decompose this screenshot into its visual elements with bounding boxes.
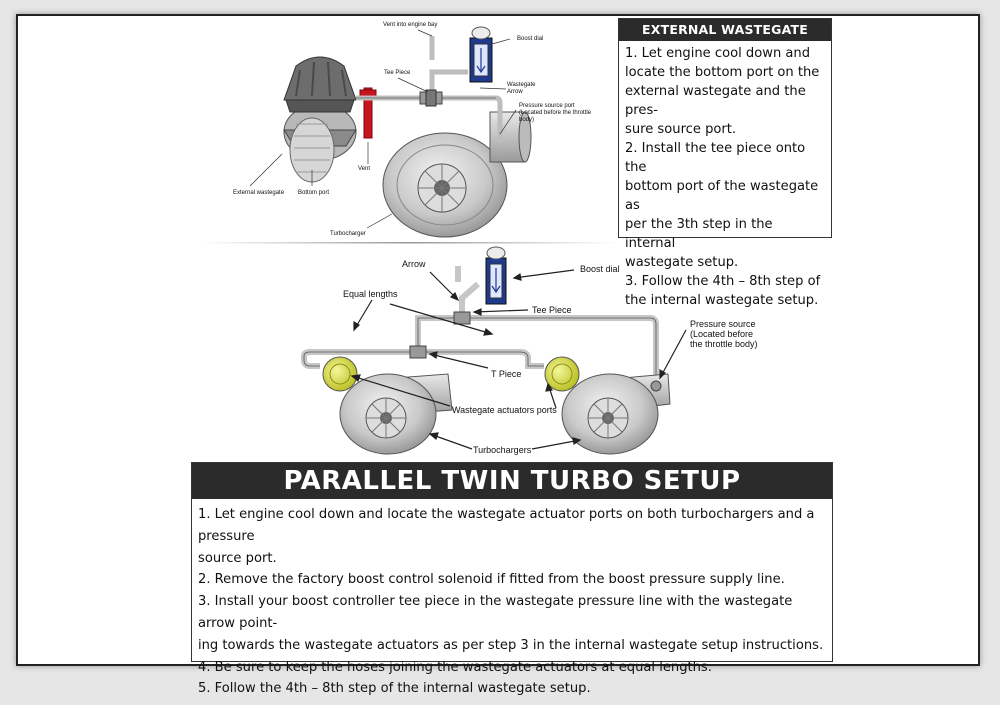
external-wastegate-steps: 1. Let engine cool down and locate the b… bbox=[619, 41, 831, 313]
parallel-twin-turbo-steps: 1. Let engine cool down and locate the w… bbox=[192, 499, 832, 705]
external-step-line: external wastegate and the pres- bbox=[625, 84, 806, 118]
label-pressure-source-3: the throttle body) bbox=[690, 339, 758, 349]
external-step-line: locate the bottom port on the bbox=[625, 65, 820, 80]
label-pressure-source-2: (Located before bbox=[690, 329, 754, 339]
external-step-line: wastegate setup. bbox=[625, 255, 739, 270]
external-step-line: 2. Install the tee piece onto the bbox=[625, 141, 806, 175]
external-wastegate-setup-box: EXTERNAL WASTEGATE SETUP 1. Let engine c… bbox=[618, 18, 832, 308]
label-bottom-port: Bottom port bbox=[298, 190, 330, 196]
label-vent: Vent bbox=[358, 166, 371, 172]
twin-step-line: 4. Be sure to keep the hoses joining the… bbox=[198, 659, 712, 675]
label-pressure-source-1: Pressure source bbox=[690, 319, 756, 329]
twin-step-line: 2. Remove the factory boost control sole… bbox=[198, 572, 785, 588]
external-step-line: 1. Let engine cool down and bbox=[625, 46, 811, 61]
external-wastegate-illustration bbox=[249, 26, 532, 238]
label-t-piece: T Piece bbox=[491, 369, 522, 379]
twin-turbo-illustration bbox=[301, 246, 687, 455]
label-tee-piece-twin: Tee Piece bbox=[532, 305, 572, 315]
wastegate-diagram bbox=[200, 26, 687, 455]
label-turbocharger: Turbocharger bbox=[330, 231, 366, 237]
external-step-line: bottom port of the wastegate as bbox=[625, 179, 819, 213]
label-wastegate-arrow-2: Arrow bbox=[507, 89, 523, 95]
external-step-line: 3. Follow the 4th – 8th step of bbox=[625, 274, 821, 289]
external-step-line: sure source port. bbox=[625, 122, 737, 137]
external-wastegate-setup-title: EXTERNAL WASTEGATE SETUP bbox=[619, 19, 831, 59]
label-pressure-source-port-3: body) bbox=[519, 117, 535, 123]
label-arrow: Arrow bbox=[402, 259, 426, 269]
label-turbochargers: Turbochargers bbox=[473, 445, 532, 455]
label-equal-lengths: Equal lengths bbox=[343, 289, 398, 299]
label-boost-dial: Boost dial bbox=[517, 36, 544, 42]
twin-step-line: 3. Install your boost controller tee pie… bbox=[198, 594, 793, 631]
twin-step-line: ing towards the wastegate actuators as p… bbox=[198, 637, 824, 653]
external-step-line: the internal wastegate setup. bbox=[625, 293, 819, 308]
twin-step-line: source port. bbox=[198, 550, 277, 566]
label-wastegate-actuators-ports: Wastegate actuators ports bbox=[452, 405, 557, 415]
twin-step-line: 5. Follow the 4th – 8th step of the inte… bbox=[198, 681, 591, 697]
parallel-twin-turbo-setup-title: PARALLEL TWIN TURBO SETUP bbox=[192, 463, 832, 499]
label-tee-piece: Tee Piece bbox=[384, 70, 411, 76]
twin-step-line: 1. Let engine cool down and locate the w… bbox=[198, 507, 815, 544]
label-wastegate-arrow-1: Wastegate bbox=[507, 82, 536, 88]
label-vent-into-engine-bay: Vent into engine bay bbox=[383, 22, 438, 28]
label-pressure-source-port-2: (Located before the throttle bbox=[519, 110, 592, 116]
label-boost-dial-twin: Boost dial bbox=[580, 264, 620, 274]
label-pressure-source-port-1: Pressure source port bbox=[519, 103, 575, 109]
parallel-twin-turbo-setup-box: PARALLEL TWIN TURBO SETUP 1. Let engine … bbox=[191, 462, 833, 696]
label-external-wastegate: External wastegate bbox=[233, 190, 285, 196]
external-step-line: per the 3th step in the internal bbox=[625, 217, 773, 251]
separator bbox=[200, 242, 620, 244]
